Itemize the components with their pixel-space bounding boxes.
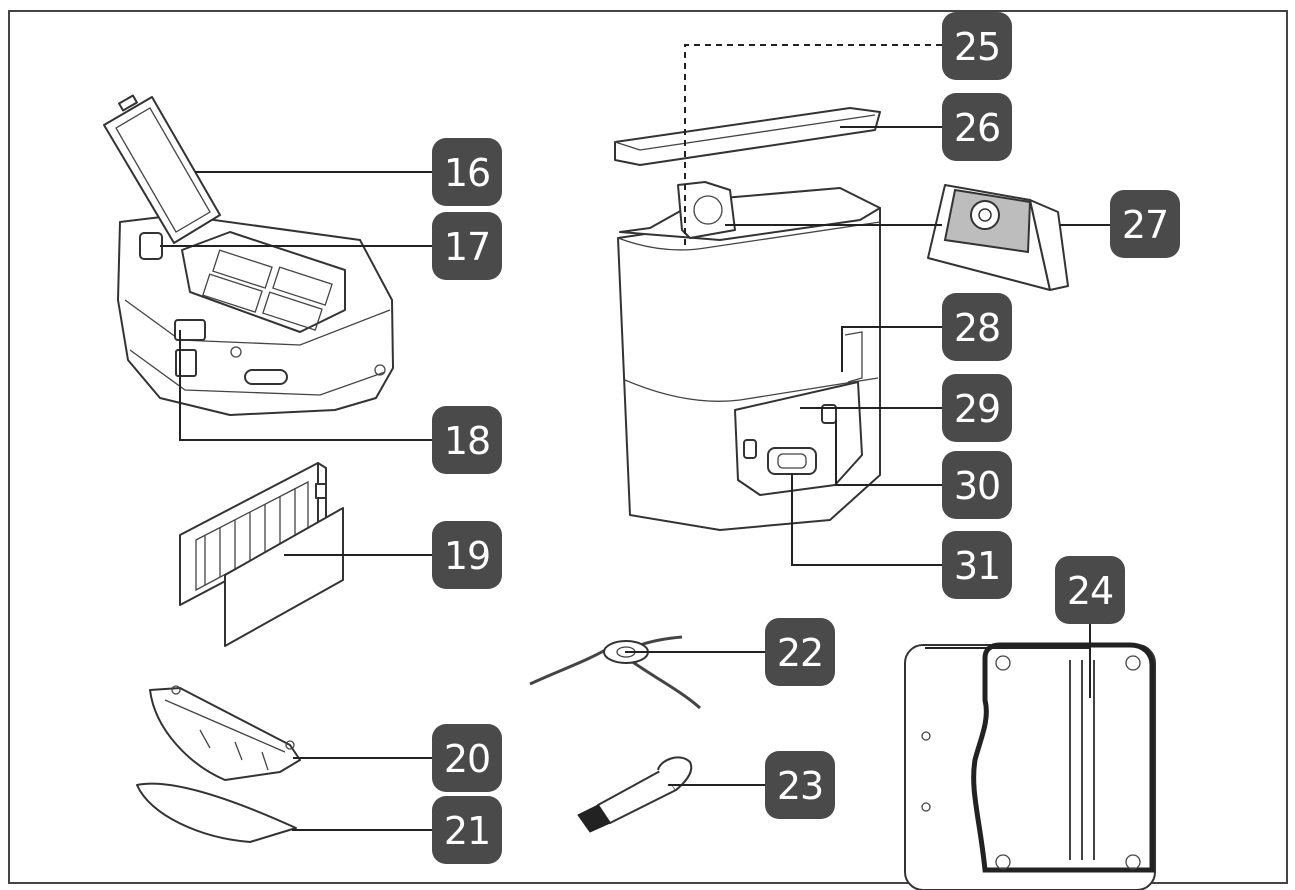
callout-18: 18	[432, 406, 502, 474]
callout-label: 26	[954, 106, 1000, 150]
callout-31: 31	[942, 531, 1012, 599]
docking-station-illustration	[614, 107, 881, 531]
callout-16: 16	[432, 138, 502, 206]
mop-plate-illustration	[149, 685, 301, 781]
callout-label: 31	[954, 544, 1000, 588]
cleaning-tool-illustration	[577, 756, 693, 833]
callout-label: 30	[954, 464, 1000, 508]
callout-28: 28	[942, 293, 1012, 361]
callout-label: 27	[1122, 203, 1168, 247]
callout-label: 18	[444, 419, 490, 463]
callout-20: 20	[432, 724, 502, 792]
callout-label: 25	[954, 25, 1000, 69]
callout-label: 24	[1067, 569, 1113, 613]
callout-21: 21	[432, 796, 502, 864]
callout-label: 23	[777, 764, 823, 808]
callout-17: 17	[432, 212, 502, 280]
callout-19: 19	[432, 521, 502, 589]
dust-bag-illustration	[927, 184, 1069, 291]
side-brush-illustration	[529, 635, 702, 710]
callout-label: 22	[777, 631, 823, 675]
callout-30: 30	[942, 451, 1012, 519]
callout-27: 27	[1110, 190, 1180, 258]
callout-label: 19	[444, 534, 490, 578]
callout-label: 20	[444, 737, 490, 781]
callout-label: 28	[954, 306, 1000, 350]
callout-22: 22	[765, 618, 835, 686]
robot-vacuum-illustration	[103, 94, 394, 416]
callout-label: 17	[444, 225, 490, 269]
callout-23: 23	[765, 751, 835, 819]
leader-lines	[160, 44, 1110, 831]
callout-label: 16	[444, 151, 490, 195]
mop-tray-illustration	[904, 642, 1156, 890]
callout-label: 21	[444, 809, 490, 853]
callout-29: 29	[942, 374, 1012, 442]
filter-illustration	[179, 462, 344, 647]
callout-24: 24	[1055, 556, 1125, 624]
mop-pad-illustration	[136, 782, 297, 843]
callout-25: 25	[942, 12, 1012, 80]
callout-26: 26	[942, 93, 1012, 161]
callout-label: 29	[954, 387, 1000, 431]
